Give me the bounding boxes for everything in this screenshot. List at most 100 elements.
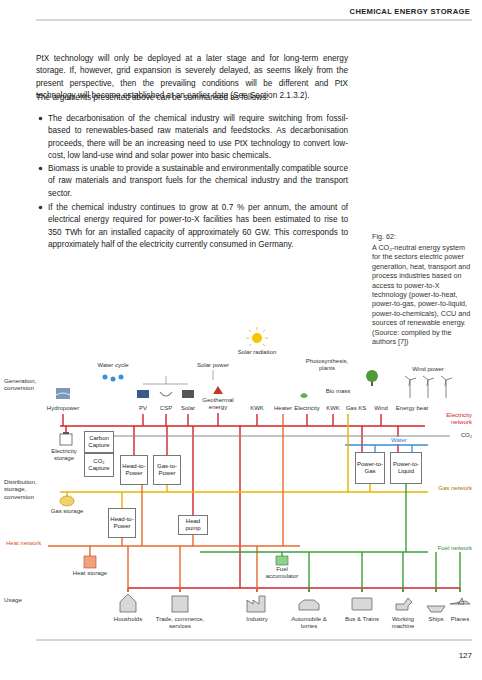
- gas-network-line: [67, 414, 370, 508]
- source-icon: [427, 380, 428, 386]
- diagram-label: Gas network: [432, 485, 472, 492]
- diagram-label: KWK: [322, 405, 344, 412]
- heat-network-line: [48, 414, 300, 592]
- process-box: Head pump: [178, 515, 208, 535]
- source-icon: [409, 380, 410, 386]
- box-label: Head-to-Power: [110, 516, 135, 530]
- page-number: 127: [442, 651, 472, 661]
- source-icon: [405, 376, 452, 398]
- diagram-label: Planes: [448, 616, 472, 623]
- source-icon: [143, 376, 188, 384]
- fuel-network-line: [200, 484, 460, 592]
- source-icon: [111, 377, 116, 382]
- electricity-network-line: [63, 413, 381, 426]
- source-icon: [428, 378, 434, 380]
- diagram-label: Fuel accumulator: [260, 566, 304, 580]
- diagram-label: Gas storage: [47, 508, 87, 515]
- box-label: Power-to-Gas: [357, 461, 384, 475]
- diagram-label: Automobile & lorries: [287, 616, 331, 630]
- diagram-label: Generation, conversion: [4, 377, 56, 392]
- diagram-label: Heat storage: [70, 570, 110, 577]
- electricity-network-line: [128, 426, 460, 588]
- source-icon: [445, 380, 446, 386]
- usage-icon: [299, 600, 319, 610]
- source-icon: [366, 370, 378, 382]
- source-icon: [446, 380, 447, 398]
- source-icon: [263, 344, 265, 346]
- source-icon: [300, 393, 308, 398]
- process-box: Power-to-Gas: [355, 452, 385, 484]
- diagram-label: Geothermal energy: [200, 397, 236, 411]
- source-icon: [252, 333, 262, 343]
- source-icon: [410, 378, 416, 380]
- diagram-label: Wind power: [403, 366, 453, 373]
- process-box: Head-to-Power: [108, 508, 136, 538]
- diagram-label: CO₂: [452, 432, 472, 439]
- source-icon: [441, 376, 446, 380]
- box-label: Gas-to-Power: [155, 463, 180, 477]
- bullet-dot: [39, 206, 43, 210]
- gas-network-line: [60, 491, 428, 492]
- diagram-label: CSP: [156, 405, 176, 412]
- process-box: Gas-to-Power: [153, 455, 181, 485]
- box-label: Head-to-Power: [122, 463, 147, 477]
- source-icon: [56, 388, 70, 399]
- storage-icon: [276, 556, 288, 565]
- storage-icon: [60, 434, 72, 445]
- diagram-label: Usage: [4, 596, 44, 603]
- diagram-label: Solar radiation: [227, 349, 287, 356]
- diagram-label: Bus & Trains: [342, 616, 382, 623]
- bullet-dot: [39, 117, 43, 210]
- source-icon: [428, 380, 429, 398]
- diagram-label: PV: [135, 405, 151, 412]
- source-icon: [137, 390, 149, 398]
- source-icon: [246, 327, 268, 346]
- diagram-label: Photosynthesis, plants: [297, 358, 357, 372]
- diagram-label: Working machine: [385, 616, 421, 630]
- gas-network-line: [60, 414, 428, 508]
- usage-icon: [247, 596, 265, 612]
- diagram-label: Industry: [239, 616, 275, 623]
- diagram-label: Trade, commerce, services: [153, 616, 207, 630]
- body-text: CHEMICAL ENERGY STORAGE: [250, 7, 470, 16]
- fuel-network-line: [309, 552, 460, 592]
- fuel-network-line: [282, 484, 406, 556]
- source-icon: [423, 376, 428, 380]
- usage-icon: [427, 606, 445, 612]
- body-text: The arguments presented above can be sum…: [36, 92, 356, 104]
- source-icon: [265, 338, 268, 339]
- diagram-label: Electricity storage: [49, 448, 79, 462]
- process-box: Carbon Capture: [84, 431, 114, 453]
- bullet-dot: [39, 167, 43, 171]
- usage-icon: [352, 598, 372, 610]
- source-icon: [160, 392, 172, 396]
- diagram-label: Distribution, storage, conversion: [4, 478, 56, 500]
- heat-network-line: [128, 546, 257, 592]
- process-box: Power-to-Liquid: [390, 452, 422, 484]
- diagram-label: Solar power: [188, 362, 238, 369]
- source-icon: [182, 390, 194, 398]
- diagram-label: Electricity network: [428, 412, 472, 426]
- source-icon: [446, 378, 452, 380]
- page-rule: [36, 20, 472, 21]
- storage-icon: [60, 432, 288, 568]
- body-text: The decarbonisation of the chemical indu…: [48, 113, 348, 162]
- process-box: Head-to-Power: [120, 455, 148, 485]
- source-icon: [119, 375, 124, 380]
- diagram-label: Electricity: [293, 405, 321, 412]
- diagram-label: Housholds: [108, 616, 148, 623]
- diagram-label: Solar: [177, 405, 199, 412]
- electricity-network-line: [60, 425, 425, 426]
- electricity-network-line: [128, 588, 460, 592]
- body-text: If the chemical industry continues to gr…: [48, 202, 348, 251]
- source-icon: [213, 386, 223, 394]
- diagram-label: Heat network: [6, 540, 46, 547]
- diagram-label: Water: [390, 437, 408, 444]
- body-text: Biomass is unable to provide a sustainab…: [48, 163, 348, 200]
- source-icon: [56, 393, 70, 395]
- usage-icon: [396, 598, 412, 610]
- box-label: Power-to-Liquid: [392, 461, 421, 475]
- diagram-label: Wind: [371, 405, 391, 412]
- source-icon: [249, 344, 251, 346]
